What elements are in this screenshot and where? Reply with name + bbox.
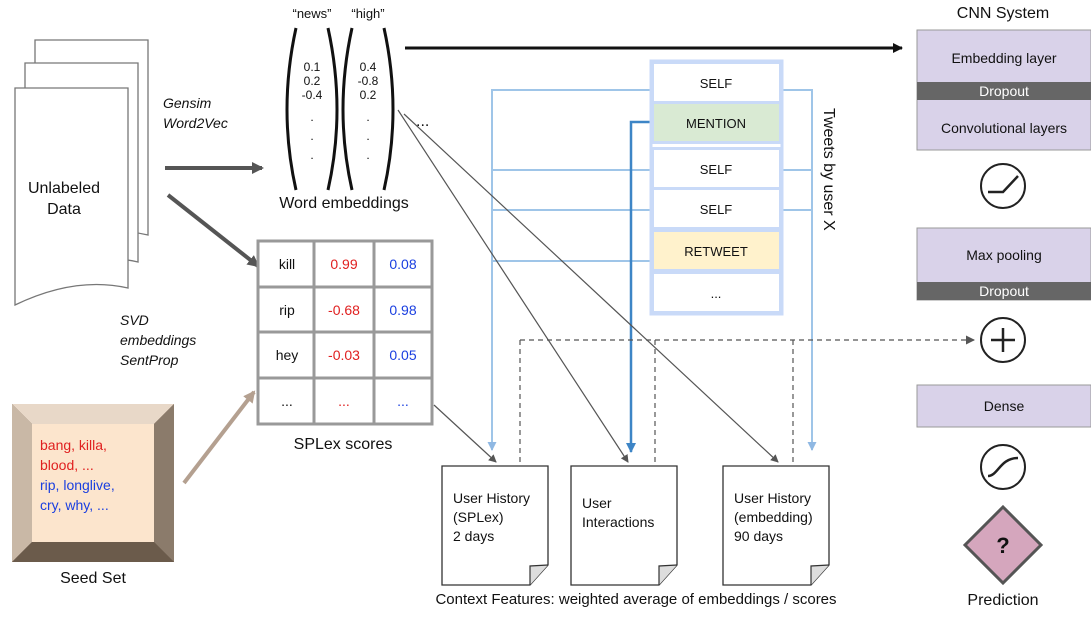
high-value: 0.4 [360, 60, 377, 74]
relu-curve [988, 175, 1019, 194]
word-embeddings: “news” “high” 0.1 0.2 -0.4 . . . 0.4 -0.… [279, 6, 429, 212]
dropout-label: Dropout [979, 283, 1029, 299]
embeddings-ellipsis: ... [416, 113, 429, 130]
arrow-embedding-to-interactions [397, 109, 629, 463]
dense-block [916, 384, 1091, 428]
seed-set: bang, killa, blood, ... rip, longlive, c… [12, 404, 174, 587]
arrow-splex-to-history [433, 404, 497, 463]
unlabeled-data-line2: Data [47, 201, 81, 218]
news-value: . [310, 148, 313, 162]
gensim-label-line2: Word2Vec [163, 115, 228, 131]
tweet-item: ... [711, 286, 722, 301]
arrow-to-splex [166, 193, 260, 268]
splex-caption: SPLex scores [294, 436, 393, 453]
splex-score-blue: 0.05 [389, 347, 416, 363]
high-value: . [366, 110, 369, 124]
sigmoid-activation-icon [980, 444, 1026, 490]
tweet-item: SELF [700, 162, 733, 177]
tweets-by-user: SELF MENTION SELF SELF RETWEET ... Tweet… [649, 59, 837, 316]
seed-red-line: blood, ... [40, 457, 94, 473]
history-connectors [487, 89, 817, 453]
cnn-system: CNN System Embedding layer Dropout Convo… [916, 5, 1091, 609]
context-doc-line: Interactions [582, 514, 654, 530]
seed-blue-line: rip, longlive, [40, 477, 115, 493]
high-value: 0.2 [360, 88, 377, 102]
seed-set-caption: Seed Set [60, 570, 126, 587]
news-value: -0.4 [302, 88, 323, 102]
dropout-bar [917, 82, 1091, 100]
splex-score-red: 0.99 [330, 256, 357, 272]
context-doc-line: 2 days [453, 528, 494, 544]
seed-blue-line: cry, why, ... [40, 497, 109, 513]
svd-label-line3: SentProp [120, 352, 179, 368]
context-doc-interactions: User Interactions [570, 465, 678, 586]
splex-score-blue: 0.08 [389, 256, 416, 272]
context-doc-splex: User History (SPLex) 2 days [441, 465, 549, 586]
svd-label-line1: SVD [120, 312, 149, 328]
splex-word: hey [276, 347, 299, 363]
splex-word: ... [281, 393, 293, 409]
splex-score-red: ... [338, 393, 350, 409]
high-header: “high” [351, 6, 384, 21]
context-doc-line: User History [734, 490, 811, 506]
context-doc-line: User [582, 495, 612, 511]
high-vector-right-paren [382, 27, 395, 191]
context-doc-line: (embedding) [734, 509, 813, 525]
dashed-context-connector [519, 335, 975, 464]
news-vector-right-paren [326, 27, 339, 191]
news-value: 0.1 [304, 60, 321, 74]
tweets-by-user-label: Tweets by user X [820, 108, 837, 231]
context-features-caption: Context Features: weighted average of em… [435, 591, 836, 608]
unlabeled-data-line1: Unlabeled [28, 180, 100, 197]
prediction-diamond [962, 504, 1044, 586]
high-value: -0.8 [358, 74, 379, 88]
context-doc-line: User History [453, 490, 530, 506]
cnn-title: CNN System [957, 5, 1049, 22]
tweet-item: RETWEET [684, 244, 748, 259]
tweet-item: SELF [700, 202, 733, 217]
embedding-layer-label: Embedding layer [951, 50, 1056, 66]
tweet-item: SELF [700, 76, 733, 91]
splex-score-blue: 0.98 [389, 302, 416, 318]
news-value: 0.2 [304, 74, 321, 88]
arrow-seed-to-splex [182, 390, 256, 485]
splex-score-red: -0.03 [328, 347, 360, 363]
prediction-mark: ? [996, 533, 1009, 558]
context-doc-line: 90 days [734, 528, 783, 544]
seed-red-line: bang, killa, [40, 437, 107, 453]
word-embeddings-caption: Word embeddings [279, 195, 409, 212]
high-value: . [366, 148, 369, 162]
context-doc-embedding: User History (embedding) 90 days [722, 465, 830, 586]
conv-layers-label: Convolutional layers [941, 120, 1067, 136]
dropout-bar [917, 282, 1091, 300]
prediction-label: Prediction [967, 592, 1038, 609]
high-value: . [366, 129, 369, 143]
context-doc-line: (SPLex) [453, 509, 504, 525]
gensim-label-line1: Gensim [163, 95, 212, 111]
splex-score-blue: ... [397, 393, 409, 409]
dropout-label: Dropout [979, 83, 1029, 99]
splex-table: kill 0.99 0.08 rip -0.68 0.98 hey -0.03 … [256, 239, 434, 453]
news-header: “news” [292, 6, 331, 21]
dense-label: Dense [984, 398, 1025, 414]
tweet-item: MENTION [686, 116, 746, 131]
news-value: . [310, 110, 313, 124]
relu-activation-icon [980, 163, 1026, 209]
high-vector-left-paren [341, 27, 354, 191]
news-value: . [310, 129, 313, 143]
splex-score-red: -0.68 [328, 302, 360, 318]
splex-word: rip [279, 302, 295, 318]
arrow-embedding-to-history [403, 113, 779, 463]
svd-label-line2: embeddings [120, 332, 196, 348]
unlabeled-data-stack: Unlabeled Data [14, 39, 149, 307]
sigmoid-curve [987, 456, 1019, 478]
max-pooling-label: Max pooling [966, 247, 1042, 263]
news-vector-left-paren [285, 27, 298, 191]
splex-word: kill [279, 256, 295, 272]
